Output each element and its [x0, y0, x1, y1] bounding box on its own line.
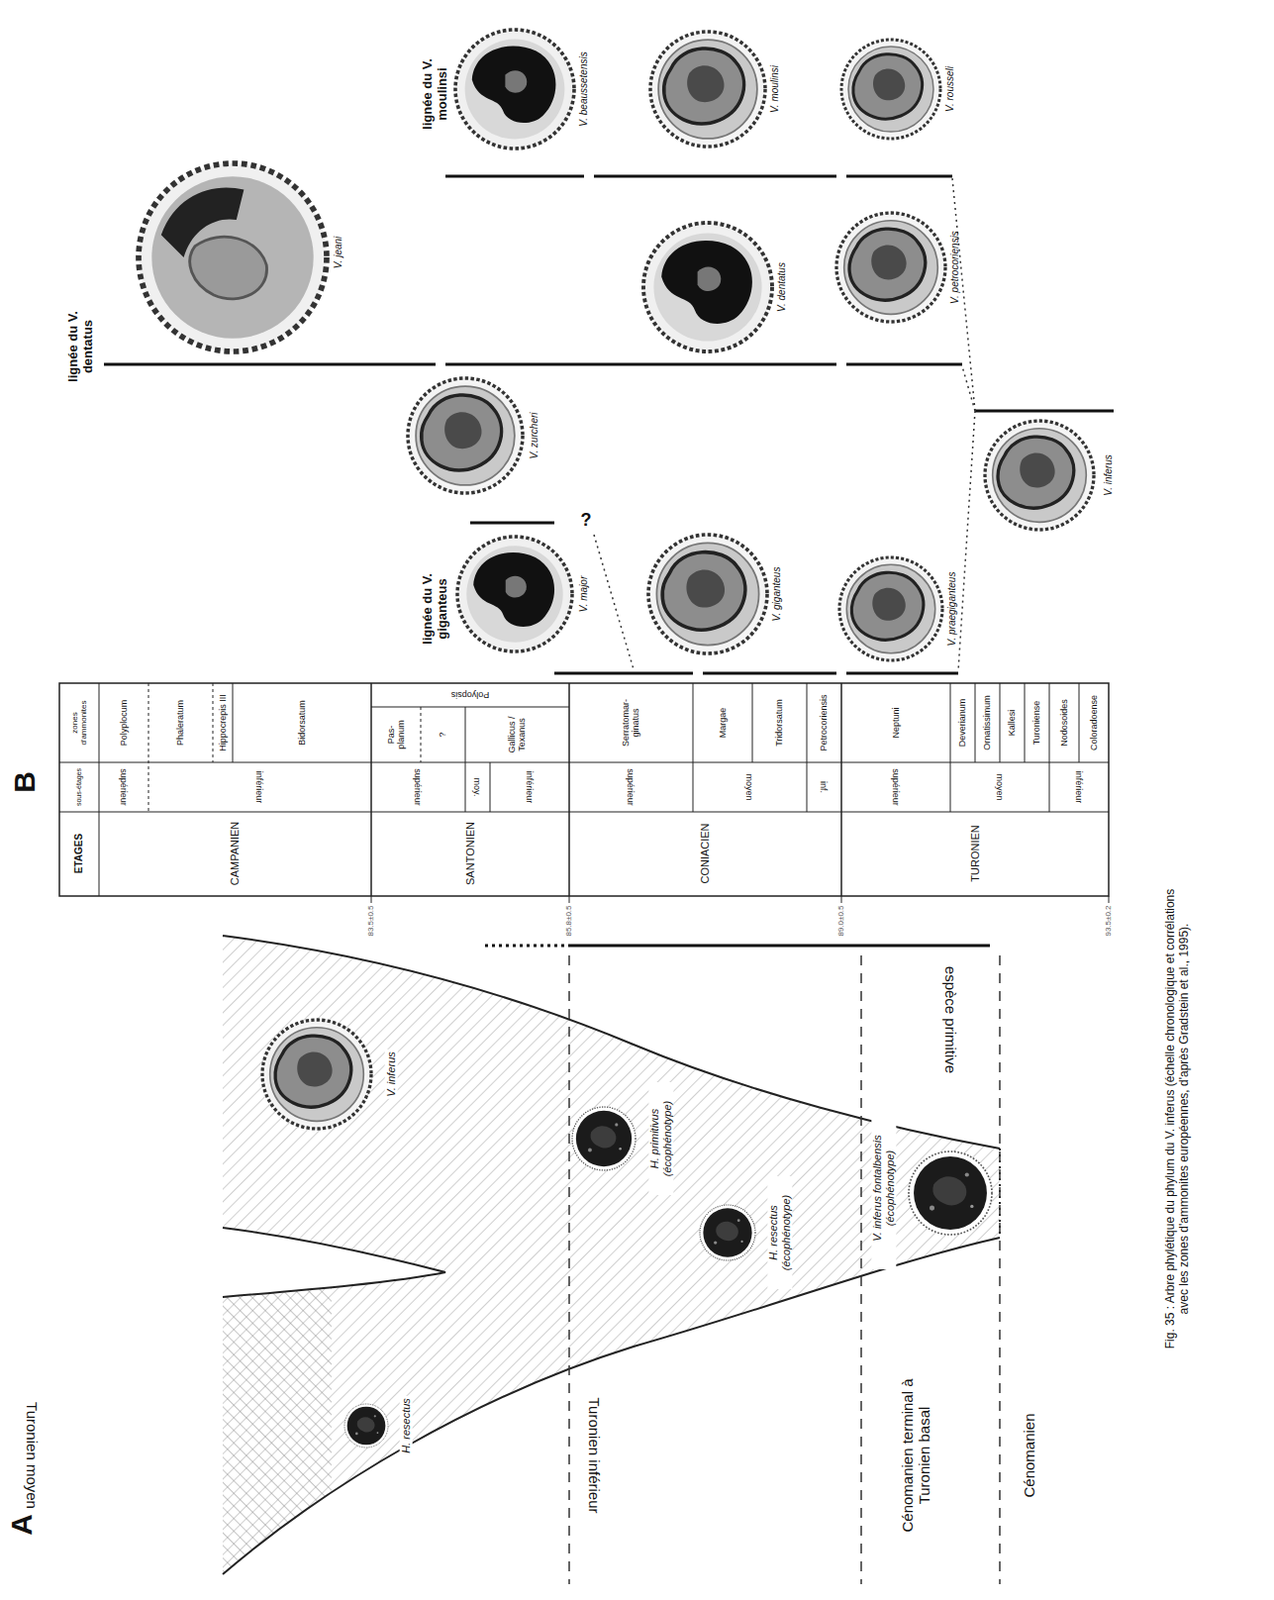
date-label: 85.8±0.5: [564, 904, 574, 936]
zone-cell: Kallesi: [1006, 709, 1017, 737]
stage-label: Turonien moyen: [22, 1401, 40, 1509]
zone-cell: Pas- planum: [386, 717, 407, 752]
lineage-heading: lignée du V. moulinsi: [420, 47, 451, 142]
figure-caption: Fig. 35 : Arbre phylétique du phylum du …: [1164, 881, 1192, 1357]
thin-section: [262, 1019, 992, 1448]
zone-cell: Bidorsatum: [296, 699, 307, 746]
species-label: V. inferus fontalbensis (écophénotype): [871, 1106, 896, 1270]
lineage-link: [593, 178, 976, 672]
substage-cell: moyen: [744, 773, 755, 800]
substage-cell: inférieur: [1074, 771, 1084, 804]
stage-cell: CAMPANIEN: [228, 821, 242, 886]
substage-cell: inf.: [818, 781, 829, 793]
panel-letter: A: [4, 1513, 40, 1536]
species-label: V. beaussetensis: [578, 51, 590, 126]
lineage-heading: lignée du V. dentatus: [66, 299, 97, 394]
panel-letter: B: [7, 771, 43, 793]
stage-cell: TURONIEN: [969, 824, 982, 882]
funnel-diagram: [222, 935, 1000, 1584]
species-label: H. resectus: [399, 1395, 413, 1456]
stage-cell: SANTONIEN: [464, 821, 478, 885]
substage-cell: moy.: [472, 778, 483, 797]
table-header: ETAGES: [73, 833, 86, 874]
species-label: V. rousseli: [944, 66, 957, 112]
zone-cell: ?: [437, 731, 448, 737]
substage-cell: supérieur: [118, 768, 129, 806]
substage-cell: moyen: [994, 773, 1005, 800]
date-label: 93.5±0.2: [1103, 904, 1113, 936]
date-label: 83.5±0.5: [366, 904, 376, 936]
stage-label: Cénomanien: [1020, 1412, 1038, 1497]
table-header: sous-étages: [75, 764, 84, 810]
substage-cell: inférieur: [524, 771, 535, 804]
zone-cell: Polyplocum: [118, 699, 129, 747]
zone-cell: Deverianum: [957, 698, 968, 748]
stage-label: Turonien inférieur: [585, 1396, 602, 1513]
table-header: zones d'ammonites: [70, 690, 89, 755]
stage-label: Cénomanien terminal à Turonien basal: [898, 1373, 934, 1538]
zone-cell: Gallicus / Texanus: [506, 709, 528, 760]
stage-cell: CONIACIEN: [698, 822, 712, 883]
species-label: V. inferus: [385, 1049, 398, 1099]
range-bar: [485, 945, 990, 947]
substage-cell: supérieur: [890, 768, 901, 806]
zone-cell: Serratomar- ginatus: [620, 693, 642, 752]
stage-boundary: [569, 955, 1000, 1584]
zone-cell: Nodosoides: [1059, 698, 1070, 747]
species-label: V. major: [578, 576, 590, 613]
substage-cell: inférieur: [254, 771, 265, 804]
species-label: V. zurcheri: [528, 411, 541, 459]
zone-cell: Ornatissimum: [981, 694, 992, 751]
substage-cell: supérieur: [625, 768, 636, 806]
species-label: V. moulinsi: [769, 65, 782, 113]
species-label: V. dentatus: [776, 262, 788, 312]
species-label: H. primitivus (écophénotype): [648, 1081, 674, 1195]
zone-cell: Petrocoriensis: [818, 693, 829, 751]
zone-cell: Margae: [717, 707, 728, 739]
zone-cell: Phaleratum: [175, 699, 186, 746]
substage-cell: supérieur: [412, 768, 423, 806]
lineage-heading: lignée du V. giganteus: [420, 562, 451, 657]
range-label: espèce primitive: [941, 966, 959, 1074]
species-label: V. inferus: [1102, 454, 1115, 496]
zone-cell: Coloradoense: [1088, 694, 1099, 751]
zone-cell: Hippocrepis III: [217, 693, 228, 752]
zone-cell: Polyopsis: [451, 689, 490, 700]
species-label: V. praegiganteus: [946, 572, 959, 647]
species-label: V. petrocoriensis: [949, 230, 962, 304]
date-label: 89.0±0.5: [836, 904, 846, 936]
zone-cell: Tridorsatum: [774, 698, 784, 747]
stratigraphic-table: [59, 683, 1109, 903]
zone-cell: Neptuni: [890, 706, 901, 738]
species-label: V. giganteus: [771, 567, 784, 622]
zone-cell: Turoniense: [1031, 700, 1042, 746]
species-label: V. jeani: [332, 236, 345, 270]
query-mark: ?: [581, 509, 592, 531]
species-label: H. resectus (écophénotype): [767, 1176, 792, 1289]
thin-section: [138, 29, 1094, 661]
